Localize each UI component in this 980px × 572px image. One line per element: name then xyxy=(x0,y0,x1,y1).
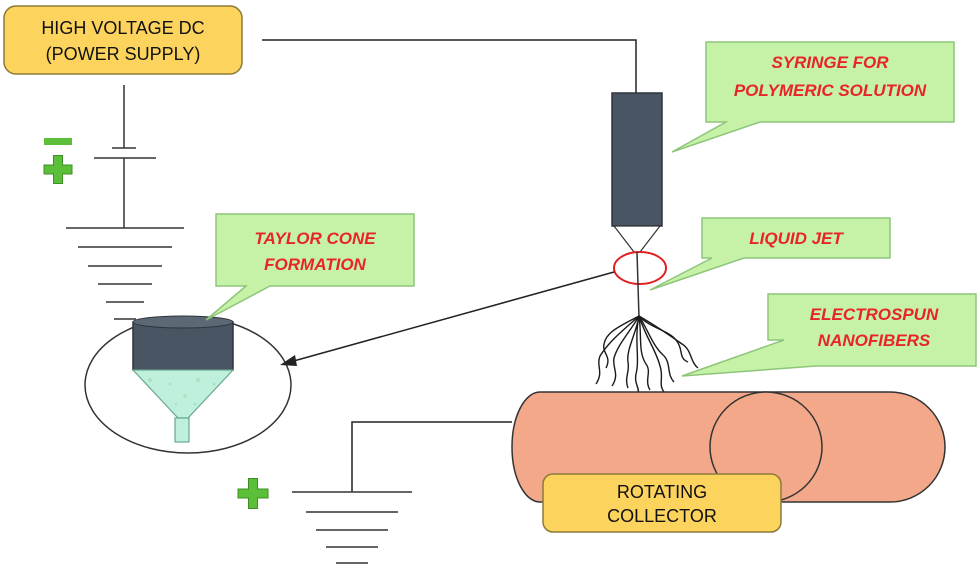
nanofibers xyxy=(595,315,699,395)
ground-symbol-right xyxy=(292,491,412,564)
callout-taylor-cone: TAYLOR CONE FORMATION xyxy=(205,213,415,321)
liquid-jet xyxy=(636,251,640,319)
collector-label-box: ROTATING COLLECTOR xyxy=(542,473,782,533)
minus-sign-label: − xyxy=(58,133,59,135)
plus-sign-icon-bottom xyxy=(237,478,269,509)
collector-label-line1: ROTATING xyxy=(617,482,707,502)
callout-taylor-cone-line1: TAYLOR CONE xyxy=(254,229,376,248)
callout-syringe-line2: POLYMERIC SOLUTION xyxy=(734,81,927,100)
high-voltage-wire xyxy=(262,39,637,93)
callout-liquid-jet-line1: LIQUID JET xyxy=(749,229,844,248)
power-supply-box: HIGH VOLTAGE DC (POWER SUPPLY) xyxy=(3,5,243,75)
callout-taylor-cone-line2: FORMATION xyxy=(264,255,366,274)
plus-sign-label: + xyxy=(58,189,59,191)
minus-sign-icon xyxy=(44,138,72,145)
callout-nanofibers: ELECTROSPUN NANOFIBERS xyxy=(681,293,977,377)
callout-syringe-line1: SYRINGE FOR xyxy=(771,53,889,72)
syringe xyxy=(611,92,663,253)
callout-liquid-jet: LIQUID JET xyxy=(649,217,891,291)
ground-symbol-left xyxy=(66,227,184,320)
taylor-cone-highlight xyxy=(613,251,667,285)
taylor-cone-magnified-view xyxy=(84,315,292,454)
battery-symbol xyxy=(94,85,156,228)
collector-label-line2: COLLECTOR xyxy=(607,506,717,526)
syringe-barrel xyxy=(611,92,663,227)
callout-syringe: SYRINGE FOR POLYMERIC SOLUTION xyxy=(671,41,955,153)
collector-ground-wire xyxy=(351,421,512,492)
callout-nanofibers-line1: ELECTROSPUN xyxy=(810,305,939,324)
power-supply-label-line2: (POWER SUPPLY) xyxy=(46,44,201,64)
solution-jet xyxy=(174,417,190,443)
syringe-needle xyxy=(612,225,662,253)
magnify-arrow xyxy=(280,271,615,366)
callout-nanofibers-line2: NANOFIBERS xyxy=(818,331,931,350)
plus-sign-icon-left xyxy=(43,155,73,184)
nozzle-body xyxy=(132,321,234,371)
power-supply-label-line1: HIGH VOLTAGE DC xyxy=(41,18,204,38)
